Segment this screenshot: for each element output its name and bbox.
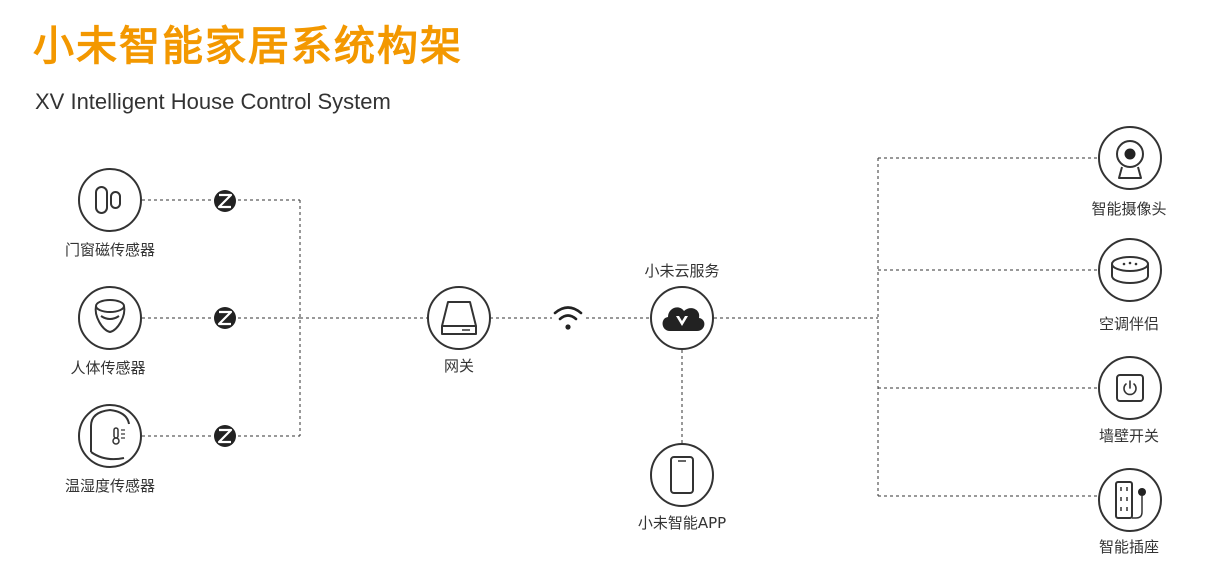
zigbee-icon (214, 307, 236, 329)
camera-icon (1098, 126, 1162, 190)
thermo-hygrometer-icon (78, 404, 142, 468)
sensor-label-thermo-hygro: 温湿度传感器 (64, 477, 156, 495)
smart-plug-icon (1098, 468, 1162, 532)
sensor-label-motion: 人体传感器 (70, 359, 146, 377)
wifi-icon (552, 302, 586, 334)
cloud-icon (650, 286, 714, 350)
door-window-sensor-icon (78, 168, 142, 232)
wall-switch-icon (1098, 356, 1162, 420)
device-label-smart-plug: 智能插座 (1098, 538, 1160, 556)
page-subtitle: XV Intelligent House Control System (35, 89, 391, 114)
motion-sensor-icon (78, 286, 142, 350)
smartphone-icon (650, 443, 714, 507)
device-label-wall-switch: 墙壁开关 (1098, 427, 1160, 445)
cloud-label: 小未云服务 (644, 262, 720, 280)
gateway-label: 网关 (443, 357, 475, 375)
ac-companion-icon (1098, 238, 1162, 302)
zigbee-icon (214, 425, 236, 447)
connector-lines (142, 157, 1098, 497)
zigbee-icon (214, 190, 236, 212)
sensor-label-door-window: 门窗磁传感器 (64, 241, 156, 259)
device-label-ac-companion: 空调伴侣 (1098, 315, 1160, 333)
device-label-camera: 智能摄像头 (1091, 200, 1167, 218)
app-label: 小未智能APP (637, 514, 727, 532)
gateway-icon (427, 286, 491, 350)
page-title: 小未智能家居系统构架 (33, 22, 463, 70)
